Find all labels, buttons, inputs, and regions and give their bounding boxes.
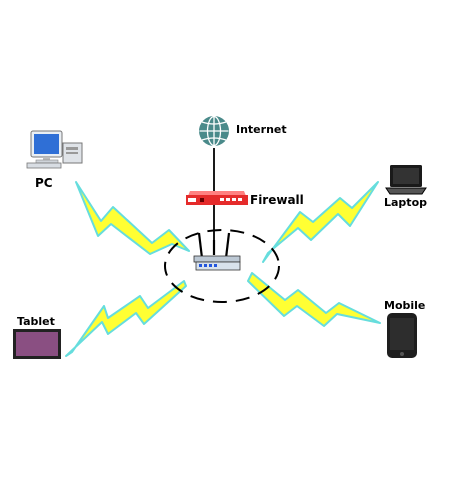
firewall-icon [186,191,248,205]
wireless-link-tablet [65,280,187,357]
pc-label: PC [35,176,53,190]
wireless-links [65,181,381,357]
wireless-link-pc [75,181,190,255]
firewall-label: Firewall [250,193,304,207]
globe-icon [199,115,229,147]
desktop-computer-icon [26,130,83,169]
mobile-label: Mobile [384,299,426,312]
mobile-phone-icon [387,313,417,358]
wireless-link-laptop [262,181,379,263]
wireless-router-icon [193,232,241,271]
wireless-range-ring [164,229,280,303]
tablet-icon [13,329,61,359]
tablet-label: Tablet [17,315,55,328]
laptop-label: Laptop [384,196,427,209]
internet-label: Internet [236,123,287,136]
laptop-icon [385,165,427,195]
wireless-link-mobile [247,272,381,327]
